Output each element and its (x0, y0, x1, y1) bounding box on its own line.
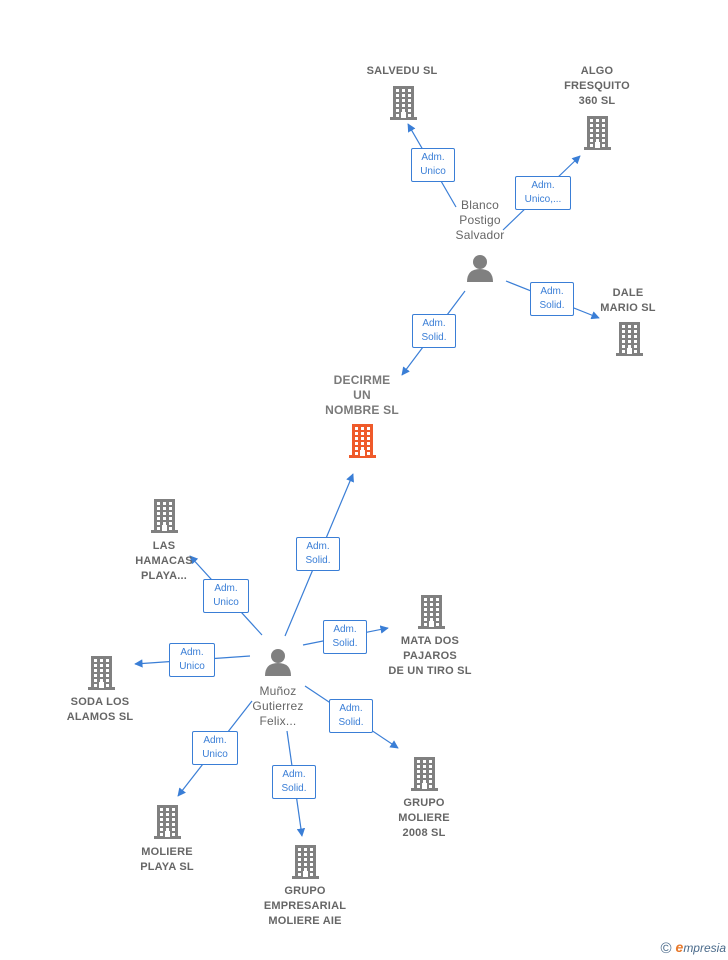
building-icon[interactable] (418, 595, 445, 634)
role-line: Adm. (540, 286, 564, 297)
node-label-line: GRUPO (403, 797, 445, 809)
node-label-line: ALGO (580, 65, 614, 77)
role-line: Unico (420, 166, 446, 177)
node-label-line: MOLIERE (141, 846, 193, 858)
building-icon[interactable] (390, 86, 417, 125)
node-label-line: Muñoz (259, 684, 297, 698)
role-box[interactable]: Adm. Unico (192, 731, 238, 765)
role-line: Solid. (338, 717, 364, 728)
node-label-line: Salvador (455, 228, 505, 242)
person-icon[interactable] (264, 648, 292, 681)
role-box[interactable]: Adm. Solid. (272, 765, 316, 799)
node-label-line: UN (353, 388, 371, 402)
building-icon[interactable] (292, 845, 319, 884)
copyright-icon: © (660, 940, 672, 957)
node-label-line: LAS (152, 540, 176, 552)
role-line: Solid. (305, 555, 331, 566)
node-label-gempresarial[interactable]: GRUPO EMPRESARIAL MOLIERE AIE (264, 884, 346, 929)
node-label-line: FRESQUITO (564, 80, 630, 92)
node-label-line: MOLIERE (398, 812, 450, 824)
role-box[interactable]: Adm. Unico (411, 148, 455, 182)
node-label-mplaya[interactable]: MOLIERE PLAYA SL (140, 845, 194, 875)
node-label-line: DALE (612, 287, 644, 299)
node-label-line: Blanco (461, 198, 499, 212)
role-line: Solid. (332, 638, 358, 649)
building-icon[interactable] (616, 322, 643, 361)
role-line: Adm. (421, 152, 445, 163)
brand-initial: e (675, 939, 684, 955)
node-label-line: 2008 SL (402, 827, 446, 839)
node-label-line: MATA DOS (400, 635, 460, 647)
node-label-gmoliere[interactable]: GRUPO MOLIERE 2008 SL (398, 796, 450, 841)
node-label-line: PLAYA... (140, 570, 188, 582)
role-line: Adm. (306, 541, 330, 552)
node-label-line: ALAMOS SL (66, 711, 134, 723)
role-line: Solid. (421, 332, 447, 343)
building-icon[interactable] (88, 656, 115, 695)
node-label-hamacas[interactable]: LAS HAMACAS PLAYA... (135, 539, 193, 584)
role-line: Adm. (282, 769, 306, 780)
role-line: Adm. (180, 647, 204, 658)
node-label-line: PAJAROS (403, 650, 457, 662)
node-label-algo[interactable]: ALGO FRESQUITO 360 SL (564, 64, 630, 109)
role-line: Adm. (339, 703, 363, 714)
building-icon[interactable] (151, 499, 178, 538)
role-line: Unico (202, 749, 228, 760)
role-line: Adm. (333, 624, 357, 635)
node-label-salvedu[interactable]: SALVEDU SL (367, 64, 438, 79)
role-box[interactable]: Adm. Solid. (296, 537, 340, 571)
role-line: Solid. (281, 783, 307, 794)
building-icon[interactable] (154, 805, 181, 844)
role-line: Adm. (214, 583, 238, 594)
node-label-line: 360 SL (578, 95, 616, 107)
building-icon[interactable] (584, 116, 611, 155)
role-line: Adm. (203, 735, 227, 746)
node-label-line: Postigo (459, 213, 501, 227)
node-label-line: Gutierrez (252, 699, 304, 713)
node-label-line: SODA LOS (70, 696, 130, 708)
role-box[interactable]: Adm. Unico,... (515, 176, 571, 210)
role-line: Solid. (539, 300, 565, 311)
node-label-line: Felix... (259, 714, 297, 728)
person-icon[interactable] (466, 254, 494, 287)
role-line: Unico,... (524, 194, 562, 205)
node-label-line: MOLIERE AIE (268, 915, 342, 927)
role-box[interactable]: Adm. Solid. (412, 314, 456, 348)
node-label-soda[interactable]: SODA LOS ALAMOS SL (67, 695, 134, 725)
role-line: Adm. (422, 318, 446, 329)
role-box[interactable]: Adm. Unico (203, 579, 249, 613)
role-box[interactable]: Adm. Solid. (530, 282, 574, 316)
brand-name: mpresia (683, 941, 726, 955)
role-box[interactable]: Adm. Unico (169, 643, 215, 677)
node-label-line: MARIO SL (600, 302, 656, 314)
node-label-line: GRUPO (284, 885, 326, 897)
role-line: Adm. (531, 180, 555, 191)
node-label-line: HAMACAS (135, 555, 193, 567)
role-box[interactable]: Adm. Solid. (323, 620, 367, 654)
building-icon[interactable] (411, 757, 438, 796)
empresia-watermark: ©empresia (660, 939, 726, 957)
node-label-dale[interactable]: DALE MARIO SL (600, 286, 655, 316)
node-label-line: EMPRESARIAL (263, 900, 347, 912)
role-line: Unico (179, 661, 205, 672)
node-label-line: DE UN TIRO SL (388, 665, 472, 677)
main-building-icon[interactable] (349, 424, 376, 463)
node-label-line: DECIRME (333, 373, 391, 387)
node-label-line: PLAYA SL (140, 861, 194, 873)
node-label-line: NOMBRE SL (325, 403, 399, 417)
node-label-line: SALVEDU SL (366, 65, 438, 77)
role-box[interactable]: Adm. Solid. (329, 699, 373, 733)
node-label-mata[interactable]: MATA DOS PAJAROS DE UN TIRO SL (388, 634, 471, 679)
role-line: Unico (213, 597, 239, 608)
